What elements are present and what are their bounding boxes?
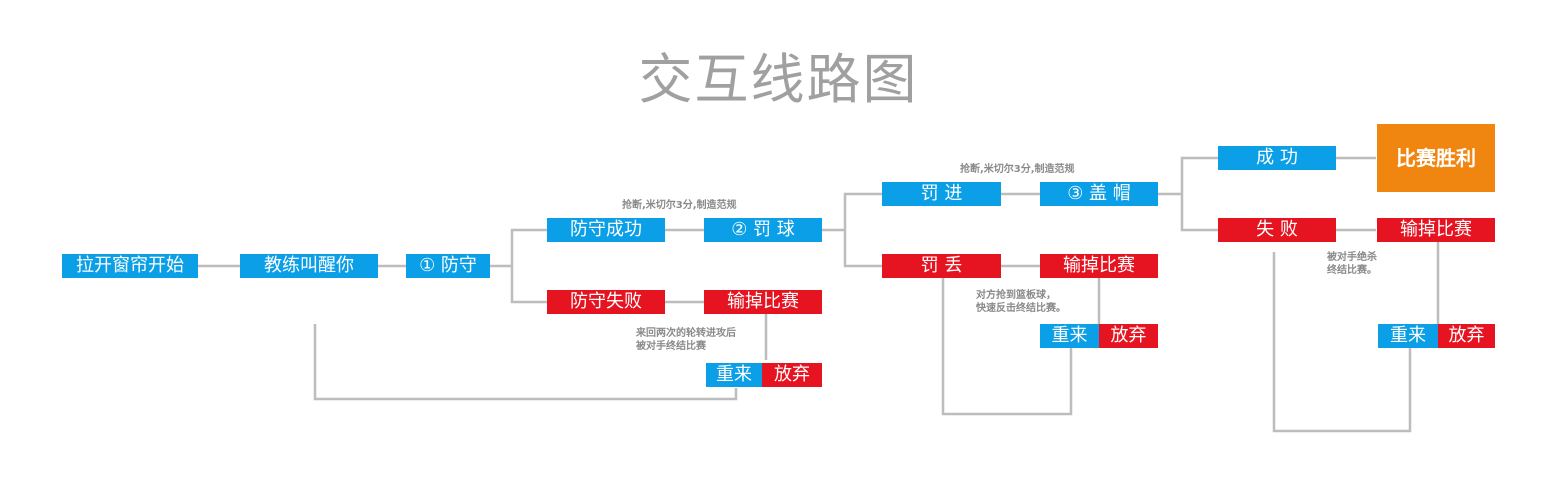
success-node: 成 功 [1218, 146, 1336, 170]
lose-game-node-2: 输掉比赛 [1040, 254, 1158, 278]
steal-note-2: 抢断,米切尔3分,制造范规 [960, 164, 1075, 175]
give-up-node-2: 放弃 [1099, 324, 1158, 348]
retry-node-2: 重来 [1040, 324, 1099, 348]
retry-node-3: 重来 [1378, 324, 1438, 348]
steal-note-1: 抢断,米切尔3分,制造范规 [622, 200, 737, 211]
fail-node: 失 败 [1218, 218, 1336, 242]
lose-game-node-1: 输掉比赛 [704, 290, 822, 314]
lose-game-node-3: 输掉比赛 [1377, 218, 1495, 242]
start-node: 拉开窗帘开始 [62, 254, 198, 278]
give-up-node-3: 放弃 [1438, 324, 1495, 348]
defense-node: ① 防守 [406, 254, 490, 278]
buzzer-beater-note: 被对手绝杀 终结比赛。 [1327, 252, 1377, 276]
give-up-node-1: 放弃 [762, 363, 822, 387]
coach-wake-node: 教练叫醒你 [240, 254, 378, 278]
retry-node-1: 重来 [706, 363, 762, 387]
rebound-note: 对方抢到篮板球， 快速反击终结比赛。 [976, 290, 1066, 314]
page-title: 交互线路图 [638, 48, 919, 111]
counter-attack-note: 来回两次的轮转进攻后 被对手终结比赛 [636, 328, 736, 352]
defense-fail-node: 防守失败 [547, 290, 665, 314]
block-shot-node: ③ 盖 帽 [1040, 182, 1158, 206]
defense-success-node: 防守成功 [547, 218, 665, 242]
penalty-miss-node: 罚 丢 [882, 254, 1001, 278]
penalty-ball-node: ② 罚 球 [704, 218, 822, 242]
penalty-in-node: 罚 进 [882, 182, 1001, 206]
win-game-node: 比赛胜利 [1377, 124, 1495, 192]
